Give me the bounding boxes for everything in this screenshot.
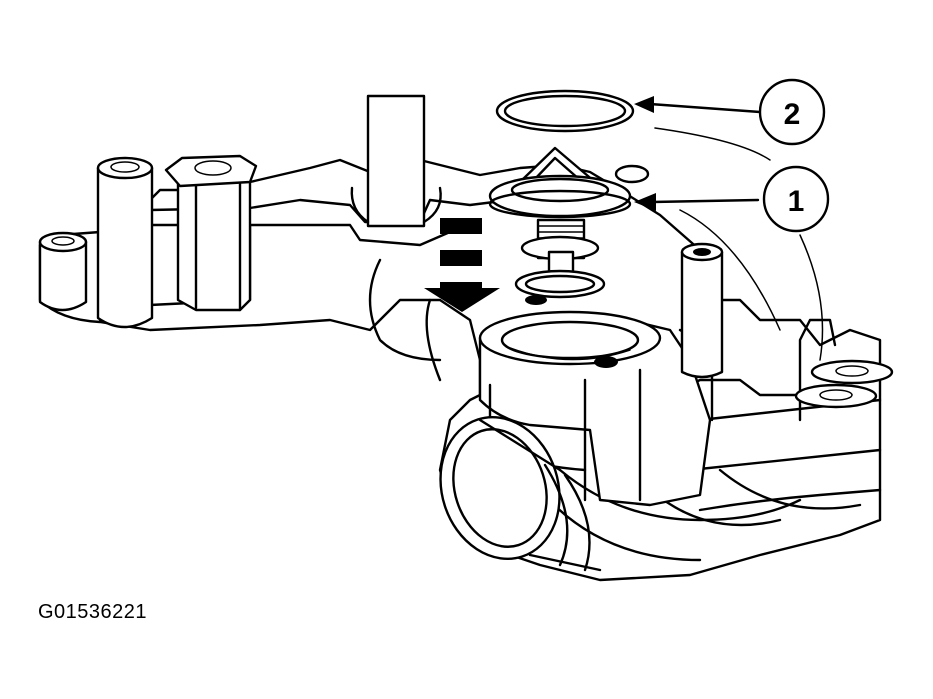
figure-id: G01536221: [38, 601, 148, 623]
thermostat-housing: [478, 310, 714, 507]
callout-1-label: 1: [788, 185, 805, 218]
thermostat-seal-ring: [495, 89, 635, 133]
vertical-tube: [350, 94, 442, 228]
left-bolt-bosses: [38, 154, 258, 329]
outlet-neck: [439, 416, 602, 572]
thermostat: [488, 146, 650, 305]
right-washers: [680, 242, 894, 409]
callout-2-label: 2: [784, 98, 801, 131]
callout-2: 2: [634, 78, 826, 161]
callout-1: 1: [634, 165, 830, 361]
install-direction-arrow: [424, 218, 500, 312]
